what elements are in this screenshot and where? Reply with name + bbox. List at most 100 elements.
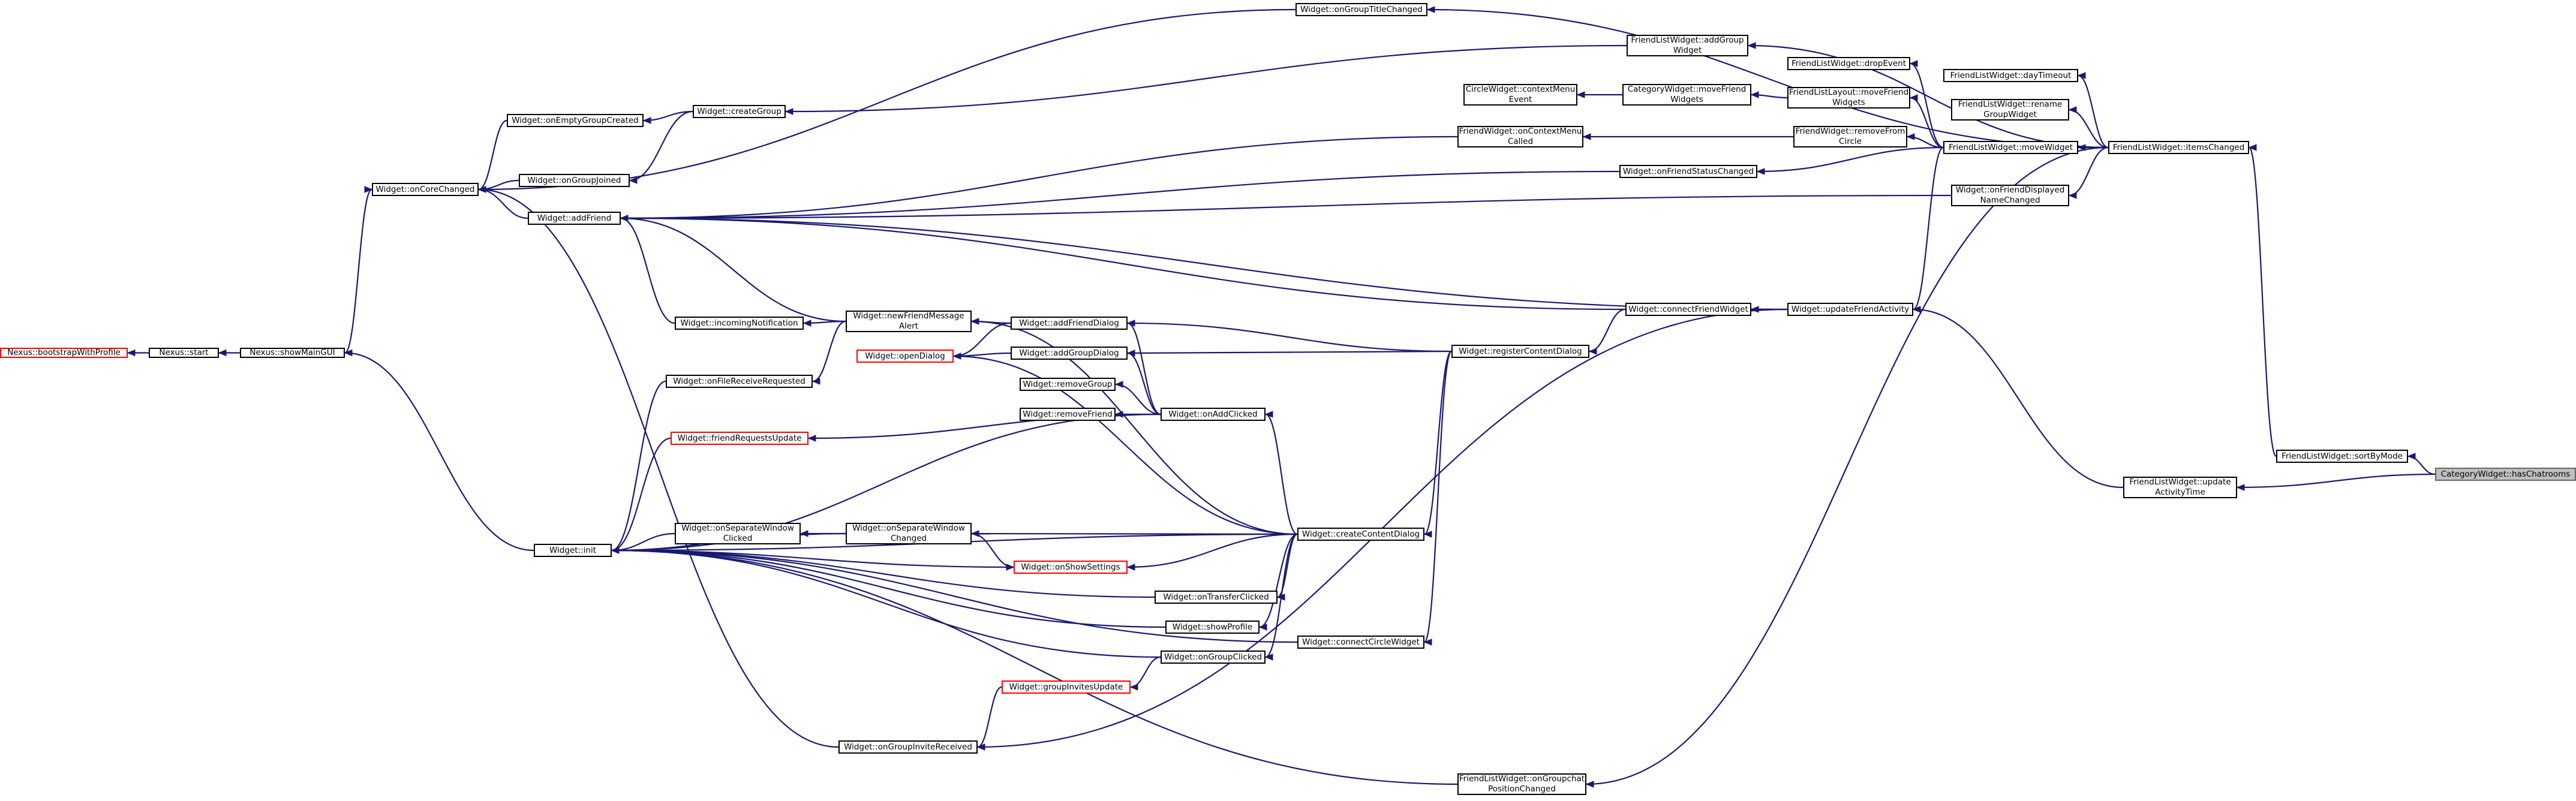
graph-node-on-friend-status-changed[interactable]: Widget::onFriendStatusChanged <box>1619 165 1757 178</box>
graph-node-on-empty-group-created[interactable]: Widget::onEmptyGroupCreated <box>507 114 644 127</box>
graph-node-new-friend-message-alert[interactable]: Widget::newFriendMessage Alert <box>846 311 972 332</box>
call-edge-arrowhead <box>344 349 353 357</box>
call-edge-arrowhead <box>2248 144 2257 151</box>
call-edge <box>2078 74 2109 149</box>
call-edge-arrowhead <box>1129 683 1138 691</box>
call-edge <box>611 549 1161 658</box>
graph-node-flw-items-changed[interactable]: FriendListWidget::itemsChanged <box>2108 141 2249 154</box>
graph-node-layout-move-friend-widgets[interactable]: FriendListLayout::moveFriend Widgets <box>1787 87 1910 109</box>
graph-node-remove-friend[interactable]: Widget::removeFriend <box>1020 408 1116 421</box>
call-edge-arrowhead <box>952 353 961 360</box>
graph-node-flw-day-timeout[interactable]: FriendListWidget::dayTimeout <box>1943 69 2078 82</box>
graph-node-incoming-notification[interactable]: Widget::incomingNotification <box>675 317 804 330</box>
graph-node-on-groupchat-position-changed[interactable]: FriendListWidget::onGroupchat PositionCh… <box>1457 773 1586 795</box>
call-edge-arrowhead <box>1126 564 1135 571</box>
graph-node-bootstrap[interactable]: Nexus::bootstrapWithProfile <box>0 348 128 358</box>
call-edge <box>344 188 372 354</box>
graph-node-on-file-receive-requested[interactable]: Widget::onFileReceiveRequested <box>666 375 813 388</box>
call-edge <box>620 170 1620 219</box>
call-edge <box>2069 146 2109 197</box>
call-edge-arrowhead <box>2407 453 2416 460</box>
call-edge <box>1127 352 1161 415</box>
graph-node-connect-friend-widget[interactable]: Widget::connectFriendWidget <box>1625 303 1751 316</box>
graph-node-on-add-clicked[interactable]: Widget::onAddClicked <box>1161 408 1266 421</box>
graph-node-create-content-dialog[interactable]: Widget::createContentDialog <box>1297 528 1424 541</box>
call-edge-arrowhead <box>1126 350 1135 357</box>
graph-node-fw-on-context-menu-called[interactable]: FriendWidget::onContextMenu Called <box>1457 126 1583 147</box>
graph-node-flw-rename-group-widget[interactable]: FriendListWidget::rename GroupWidget <box>1951 99 2069 121</box>
call-edge <box>977 686 1002 748</box>
graph-node-on-core-changed[interactable]: Widget::onCoreChanged <box>372 183 479 196</box>
call-edge-arrowhead <box>1588 348 1597 355</box>
call-edge-arrowhead <box>218 349 227 357</box>
call-edge-arrowhead <box>1126 320 1135 327</box>
call-edge <box>478 188 839 748</box>
graph-node-show-main-gui[interactable]: Nexus::showMainGUI <box>240 348 345 358</box>
graph-node-group-invites-update[interactable]: Widget::groupInvitesUpdate <box>1002 680 1131 694</box>
call-edge-arrowhead <box>1258 624 1267 631</box>
call-edge-arrowhead <box>364 186 373 193</box>
call-edge-arrowhead <box>477 186 486 193</box>
call-edge <box>1127 350 1452 354</box>
call-edge-arrowhead <box>1576 91 1585 98</box>
graph-node-circle-context-menu-event[interactable]: CircleWidget::contextMenu Event <box>1463 84 1577 106</box>
call-edge-arrowhead <box>2077 72 2086 79</box>
graph-node-remove-group[interactable]: Widget::removeGroup <box>1020 378 1116 391</box>
graph-node-add-friend[interactable]: Widget::addFriend <box>528 212 621 225</box>
call-edge-arrowhead <box>1747 42 1756 49</box>
graph-node-show-profile[interactable]: Widget::showProfile <box>1165 621 1260 634</box>
call-edge-arrowhead <box>2236 484 2245 491</box>
call-edge-arrowhead <box>1909 94 1918 101</box>
graph-node-on-group-invite-received[interactable]: Widget::onGroupInviteReceived <box>838 740 978 754</box>
graph-node-open-dialog[interactable]: Widget::openDialog <box>856 350 954 363</box>
graph-node-cat-move-friend-widgets[interactable]: CategoryWidget::moveFriend Widgets <box>1622 84 1751 106</box>
call-edge <box>785 44 1627 113</box>
call-edge <box>611 437 671 552</box>
graph-node-flw-add-group-widget[interactable]: FriendListWidget::addGroup Widget <box>1627 35 1748 56</box>
call-edge <box>971 532 1014 568</box>
graph-node-flw-update-activity-time[interactable]: FriendListWidget::update ActivityTime <box>2123 477 2237 498</box>
graph-node-on-separate-window-changed[interactable]: Widget::onSeparateWindow Changed <box>846 523 972 544</box>
call-edge <box>629 110 693 182</box>
graph-node-flw-drop-event[interactable]: FriendListWidget::dropEvent <box>1787 57 1910 70</box>
call-edge <box>1423 350 1453 643</box>
call-edge-arrowhead <box>1426 6 1435 13</box>
graph-node-add-group-dialog[interactable]: Widget::addGroupDialog <box>1011 347 1128 360</box>
call-edge <box>2407 455 2436 475</box>
graph-node-init[interactable]: Widget::init <box>534 544 612 557</box>
graph-node-friend-requests-update[interactable]: Widget::friendRequestsUpdate <box>671 432 808 445</box>
graph-node-on-separate-window-clicked[interactable]: Widget::onSeparateWindow Clicked <box>675 523 801 544</box>
call-edge-arrowhead <box>1582 133 1591 140</box>
graph-node-register-content-dialog[interactable]: Widget::registerContentDialog <box>1451 345 1589 358</box>
call-edge <box>2237 473 2436 489</box>
graph-node-flw-move-widget[interactable]: FriendListWidget::moveWidget <box>1943 141 2078 154</box>
call-edge <box>620 217 1788 311</box>
graph-node-update-friend-activity[interactable]: Widget::updateFriendActivity <box>1787 303 1913 316</box>
call-edge-arrowhead <box>811 378 820 385</box>
call-edge-arrowhead <box>1423 531 1432 538</box>
graph-node-create-group[interactable]: Widget::createGroup <box>693 105 786 118</box>
graph-node-flw-sort-by-mode[interactable]: FriendListWidget::sortByMode <box>2276 450 2408 463</box>
call-edge <box>971 320 1298 535</box>
call-edge-arrowhead <box>2068 192 2077 199</box>
graph-node-on-show-settings[interactable]: Widget::onShowSettings <box>1014 561 1128 574</box>
graph-node-on-friend-displayed-name-changed[interactable]: Widget::onFriendDisplayed NameChanged <box>1951 185 2069 206</box>
call-edge <box>1423 350 1453 535</box>
graph-node-fw-remove-from-circle[interactable]: FriendWidget::removeFrom Circle <box>1793 126 1907 147</box>
graph-node-on-group-clicked[interactable]: Widget::onGroupClicked <box>1161 651 1266 664</box>
call-edge-arrowhead <box>2077 144 2086 151</box>
call-edge-arrowhead <box>1906 133 1915 140</box>
call-edge <box>1913 146 1944 311</box>
graph-node-on-group-title-changed[interactable]: Widget::onGroupTitleChanged <box>1295 3 1427 16</box>
graph-node-add-friend-dialog[interactable]: Widget::addFriendDialog <box>1011 317 1128 330</box>
graph-node-on-transfer-clicked[interactable]: Widget::onTransferClicked <box>1155 591 1278 604</box>
graph-node-on-group-joined[interactable]: Widget::onGroupJoined <box>519 174 630 187</box>
call-edge-arrowhead <box>976 743 985 751</box>
graph-node-connect-circle-widget[interactable]: Widget::connectCircleWidget <box>1297 636 1424 649</box>
call-edge-arrowhead <box>784 108 793 115</box>
graph-node-has-chatrooms[interactable]: CategoryWidget::hasChatrooms <box>2435 468 2576 481</box>
call-edge <box>1127 322 1452 353</box>
graph-node-nexus-start[interactable]: Nexus::start <box>149 348 219 358</box>
